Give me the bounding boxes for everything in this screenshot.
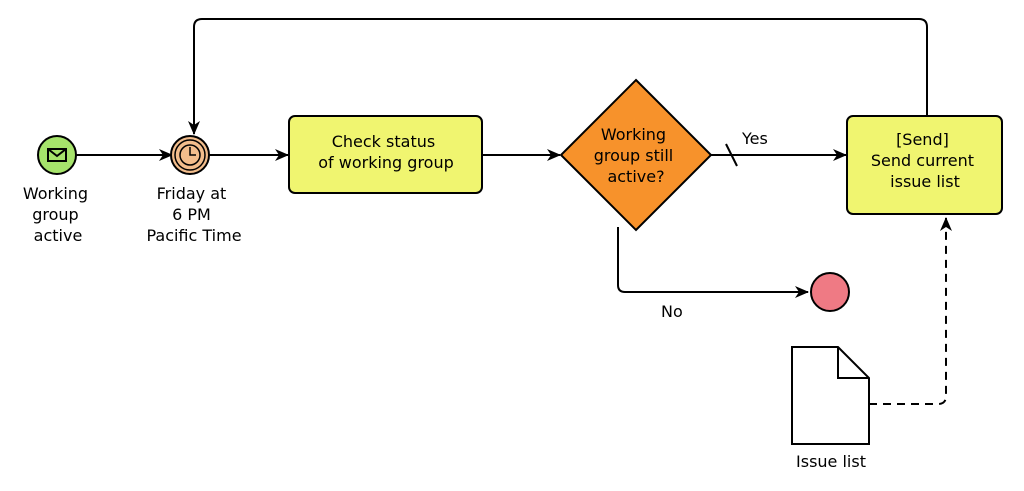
default-flow-slash — [725, 143, 738, 167]
document-icon — [791, 346, 870, 445]
flow-label-no: No — [661, 302, 683, 321]
end-event — [810, 272, 850, 312]
task-check-status: Check status of working group — [288, 115, 483, 194]
timer-event-label: Friday at 6 PM Pacific Time — [146, 184, 241, 245]
gateway-label: Working group still active? — [594, 125, 679, 186]
flow-label-yes: Yes — [741, 129, 768, 148]
start-event: Working group active — [23, 135, 93, 245]
task-send-issue-list: [Send] Send current issue list — [846, 115, 1003, 215]
data-association-issue-list — [869, 217, 952, 405]
gateway-working-group-active: Working group still active? — [559, 78, 713, 232]
flow-loop-back-to-timer — [188, 18, 928, 135]
data-object-issue-list: Issue list — [791, 346, 870, 471]
envelope-icon — [47, 148, 67, 162]
task-check-status-label: Check status of working group — [318, 132, 454, 172]
data-object-label: Issue list — [796, 452, 866, 471]
task-send-label: [Send] Send current issue list — [871, 130, 979, 191]
clock-icon — [179, 144, 201, 166]
start-event-label: Working group active — [23, 184, 93, 245]
flow-gateway-no-to-end — [617, 227, 809, 298]
timer-event: Friday at 6 PM Pacific Time — [146, 135, 242, 245]
